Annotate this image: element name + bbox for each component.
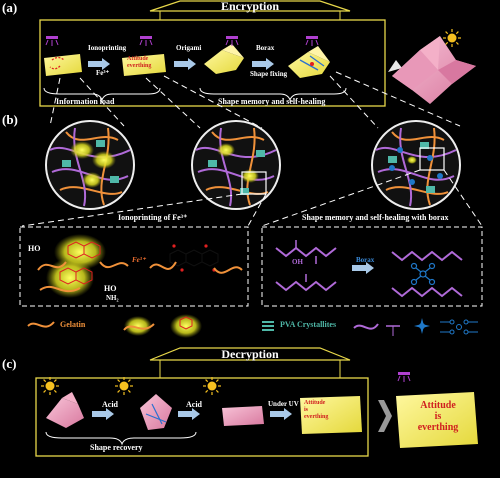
caption-ionoprinting: Ionoprinting of Fe³⁺ bbox=[118, 213, 188, 222]
sun-icon bbox=[202, 376, 222, 396]
sun-icon bbox=[442, 28, 462, 48]
encryption-frame bbox=[39, 19, 386, 107]
arrow-icon bbox=[174, 58, 196, 70]
revealed-large-line-3: everthing bbox=[417, 422, 459, 433]
network-circle-2 bbox=[191, 120, 281, 210]
uv-lamp-icon bbox=[45, 35, 59, 47]
legend-fe-swatch bbox=[124, 316, 152, 336]
borax-detail-box bbox=[261, 226, 483, 307]
film-yellow-revealed-small bbox=[300, 396, 362, 434]
connector-lines-b bbox=[21, 169, 483, 227]
uv-lamp-icon bbox=[139, 35, 153, 47]
film-yellow-folded bbox=[204, 50, 244, 74]
origami-pink-small bbox=[46, 398, 84, 428]
film-pink-flat bbox=[222, 406, 264, 426]
caption-shape-memory: Shape memory and self-healing with borax bbox=[302, 213, 449, 222]
legend-pva-label: PVA Crystallites bbox=[280, 320, 337, 329]
network-circle-1 bbox=[45, 120, 135, 210]
revealed-small-line-2: is bbox=[304, 407, 309, 413]
film-text-small: Attitude everthing bbox=[127, 56, 151, 70]
panel-label-b: (b) bbox=[2, 112, 18, 127]
encryption-banner bbox=[149, 0, 351, 12]
borax-scheme bbox=[275, 240, 463, 298]
decryption-banner bbox=[149, 347, 351, 361]
panel-label-c: (c) bbox=[2, 356, 17, 371]
chem-nh2-label: NH₂ bbox=[106, 294, 119, 302]
chevron-right-icon bbox=[378, 400, 392, 432]
arrow-icon bbox=[252, 58, 274, 70]
revealed-text-large: Attitude is everthing bbox=[402, 400, 474, 433]
film-yellow-revealed-large bbox=[396, 392, 478, 448]
chem-ho-label-1: HO bbox=[28, 244, 41, 253]
revealed-small-line-3: everthing bbox=[304, 414, 329, 420]
step-shape-fixing-label: Shape fixing bbox=[250, 70, 288, 78]
ionoprinting-detail-box bbox=[19, 226, 249, 307]
revealed-text-small: Attitude is everthing bbox=[304, 400, 328, 421]
decryption-frame bbox=[35, 377, 369, 457]
step-acid-1-label: Acid bbox=[102, 400, 118, 409]
legend bbox=[27, 314, 478, 338]
legend-gelatin-swatch bbox=[27, 321, 55, 328]
film-yellow-printed bbox=[122, 54, 166, 76]
uv-lamp-icon bbox=[397, 371, 411, 383]
chem-oh-label: OH bbox=[292, 258, 303, 266]
step-under-uv-label: Under UV bbox=[268, 400, 299, 408]
legend-borate-ester-swatch bbox=[440, 319, 478, 335]
step-origami-label: Origami bbox=[176, 44, 202, 52]
brace-information-load-label: Information load bbox=[56, 97, 115, 106]
sun-icon bbox=[114, 376, 134, 396]
chem-borax-label: Borax bbox=[356, 256, 375, 264]
legend-gelatin-label: Gelatin bbox=[60, 320, 86, 329]
connector-lines bbox=[49, 71, 461, 129]
decryption-title: Decryption bbox=[221, 347, 279, 361]
panel-c bbox=[35, 347, 478, 457]
film-yellow-blank bbox=[44, 54, 82, 76]
revealed-small-line-1: Attitude bbox=[304, 400, 326, 406]
panel-label-a: (a) bbox=[2, 0, 18, 15]
brace-information-load bbox=[43, 87, 161, 102]
arrow-icon bbox=[178, 408, 200, 420]
panel-b-circles bbox=[45, 120, 461, 210]
film-text-line-2: everthing bbox=[127, 63, 152, 69]
arrow-icon bbox=[92, 408, 114, 420]
panel-a bbox=[39, 0, 476, 107]
legend-pva-chain-swatch bbox=[353, 323, 379, 330]
brace-shape-recovery-label: Shape recovery bbox=[90, 443, 143, 452]
legend-borax-swatch bbox=[414, 318, 430, 334]
arrow-icon bbox=[270, 408, 292, 420]
sun-icon bbox=[40, 376, 60, 396]
step-borax-label: Borax bbox=[256, 44, 275, 52]
chem-fe-label: Fe³⁺ bbox=[132, 256, 146, 264]
revealed-large-line-2: is bbox=[434, 411, 442, 422]
encryption-title: Encryption bbox=[220, 0, 279, 13]
legend-pva-swatch bbox=[262, 321, 274, 331]
uv-lamp-icon bbox=[225, 35, 239, 47]
revealed-large-line-1: Attitude bbox=[420, 400, 456, 411]
step-ionoprinting-label: Ionoprinting bbox=[88, 44, 127, 52]
film-text-line-1: Attitude bbox=[127, 56, 149, 62]
brace-shape-memory-label: Shape memory and self-healing bbox=[218, 97, 326, 106]
brace-shape-recovery bbox=[45, 431, 197, 446]
network-circle-3 bbox=[371, 120, 461, 210]
uv-lamp-icon bbox=[305, 35, 319, 47]
zoom-box-2 bbox=[419, 147, 445, 171]
step-acid-2-label: Acid bbox=[186, 400, 202, 409]
zoom-box-1 bbox=[241, 171, 267, 195]
brace-shape-memory bbox=[199, 87, 347, 102]
chem-ho-label-2: HO bbox=[104, 284, 117, 293]
step-fe-label: Fe³⁺ bbox=[96, 69, 110, 77]
ionoprinting-scheme bbox=[37, 234, 243, 298]
